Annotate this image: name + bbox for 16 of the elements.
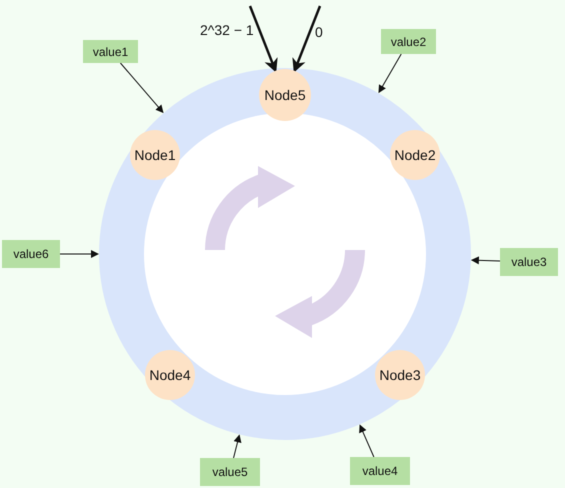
arrow xyxy=(359,424,374,458)
arrow xyxy=(120,62,164,114)
arrow xyxy=(233,434,242,458)
edge-label: 0 xyxy=(315,24,323,40)
value-box: value3 xyxy=(500,248,558,276)
value-box: value1 xyxy=(83,40,138,63)
arrow xyxy=(470,256,500,264)
value-box: value6 xyxy=(2,240,60,268)
arrow xyxy=(60,250,99,258)
value-box: value4 xyxy=(350,457,410,485)
value-box: value2 xyxy=(381,29,436,54)
arrow xyxy=(248,6,278,73)
arrow xyxy=(378,54,402,94)
arrow xyxy=(292,6,322,73)
value-box: value5 xyxy=(200,458,260,486)
edge-label: 2^32 − 1 xyxy=(200,22,254,38)
